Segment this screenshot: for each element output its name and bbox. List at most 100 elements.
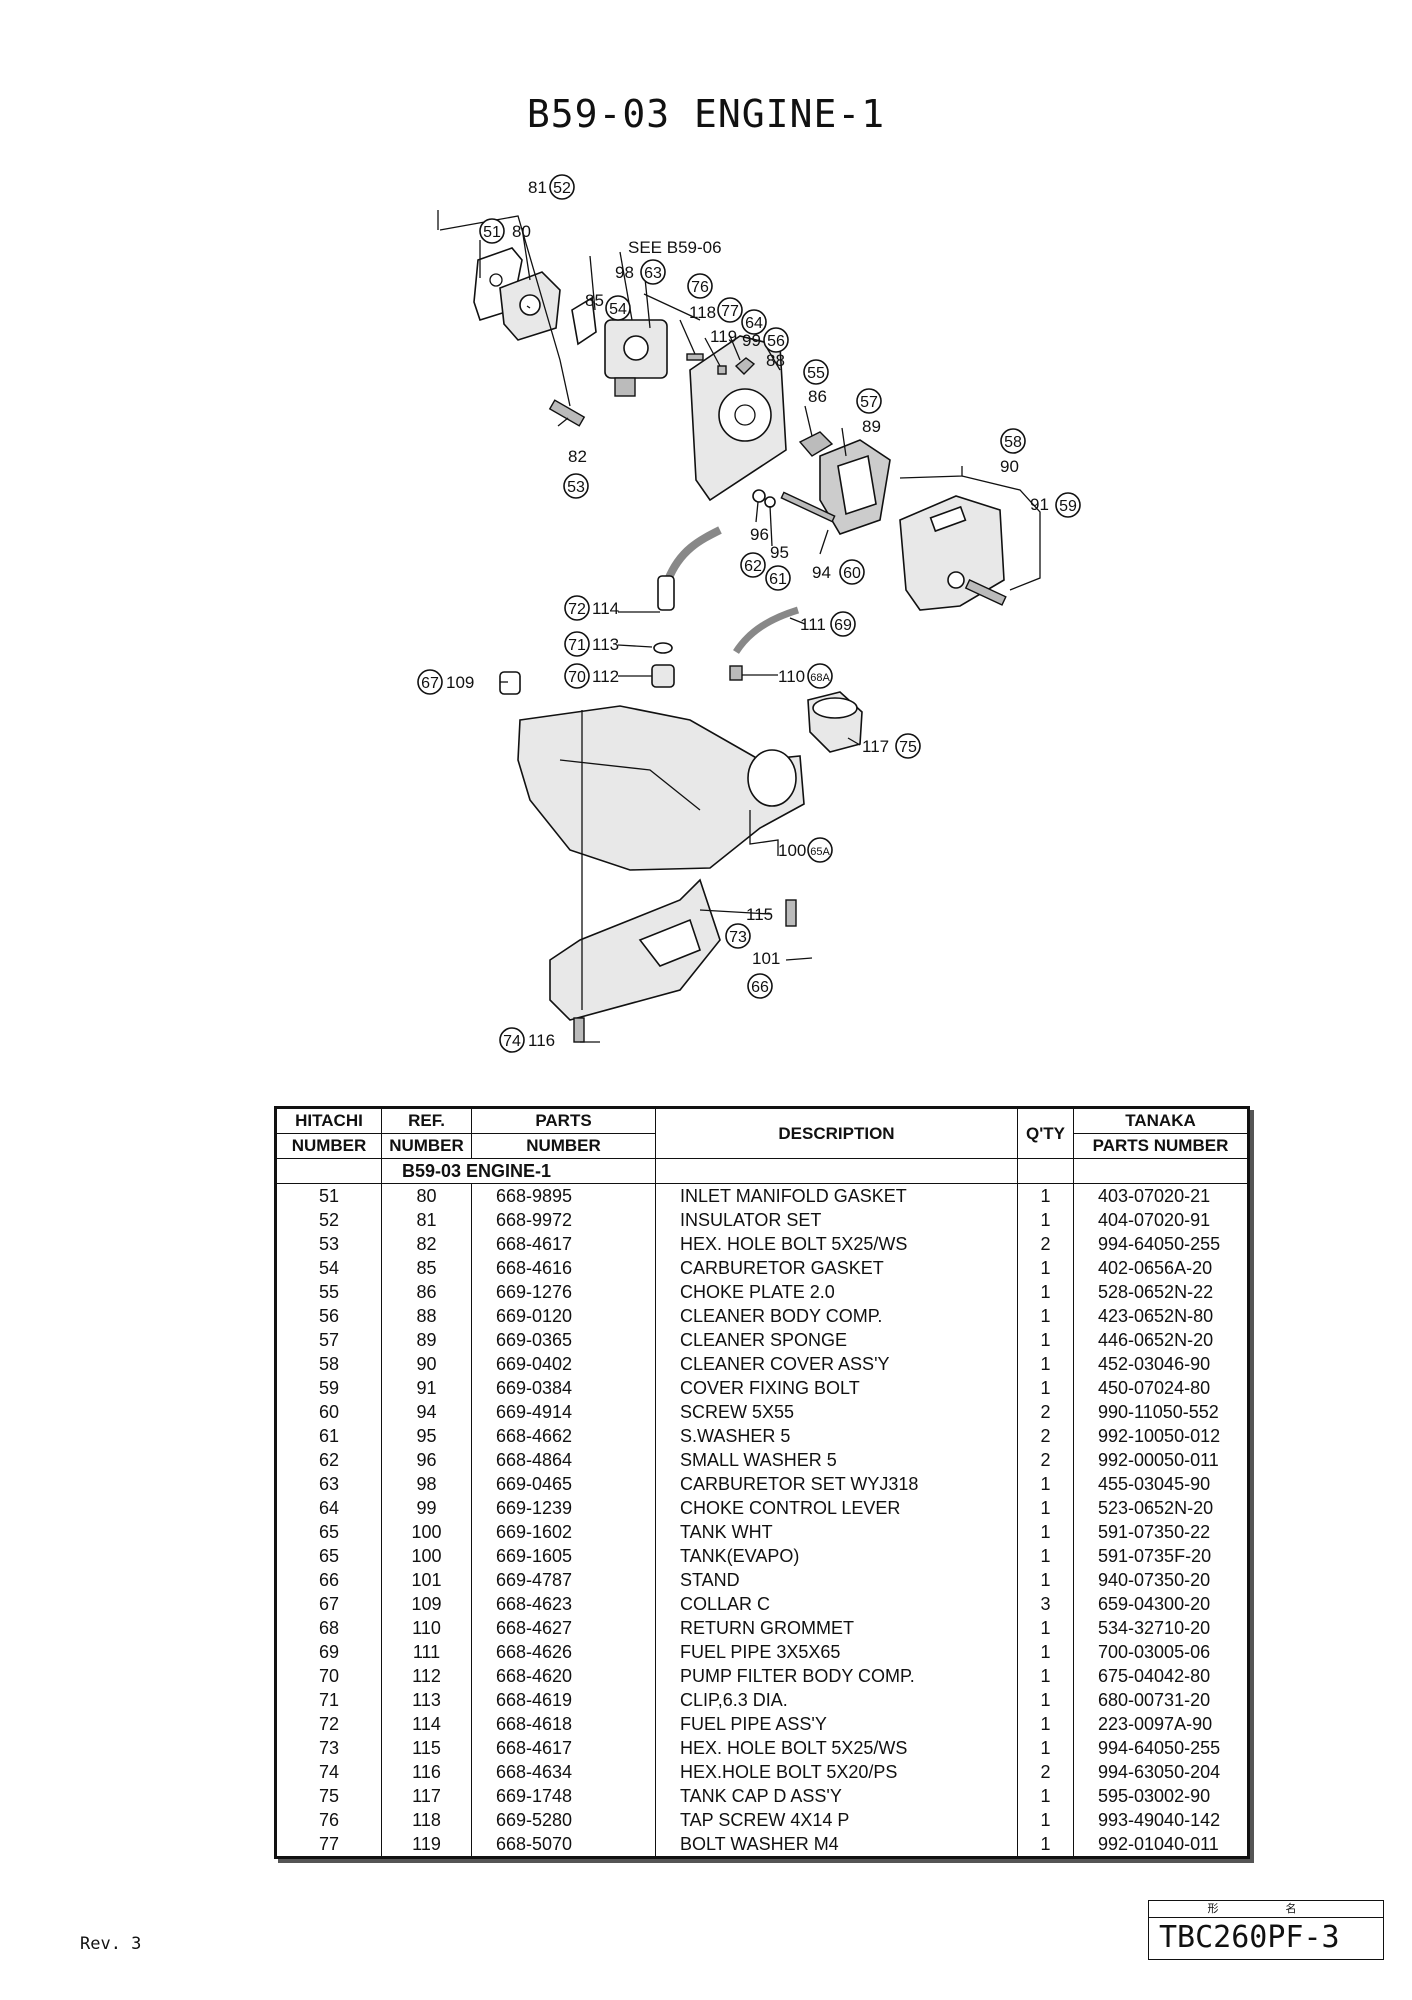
cell-ref: 80 <box>381 1183 472 1208</box>
cell-ref: 96 <box>381 1448 472 1472</box>
cell-hitachi: 64 <box>275 1496 382 1520</box>
cell-description: FUEL PIPE ASS'Y <box>655 1712 1018 1736</box>
cell-qty: 1 <box>1017 1496 1074 1520</box>
callout-69: 69 <box>834 617 852 634</box>
stand-drawing <box>549 878 721 1021</box>
cell-qty: 1 <box>1017 1808 1074 1832</box>
cell-tanaka: 994-64050-255 <box>1073 1736 1249 1760</box>
cell-hitachi: 71 <box>275 1688 382 1712</box>
model-number: TBC260PF-3 <box>1159 1920 1340 1955</box>
cell-qty: 1 <box>1017 1280 1074 1304</box>
cell-parts: 668-9972 <box>471 1208 656 1232</box>
callout-75: 75 <box>899 739 917 756</box>
cell-parts: 669-4914 <box>471 1400 656 1424</box>
label-110: 110 <box>778 667 805 686</box>
cell-tanaka: 595-03002-90 <box>1073 1784 1249 1808</box>
label-113: 113 <box>592 635 619 654</box>
cell-qty: 1 <box>1017 1304 1074 1328</box>
carburetor-gasket-drawing <box>571 296 597 346</box>
cell-hitachi: 51 <box>275 1183 382 1208</box>
cell-tanaka: 446-0652N-20 <box>1073 1328 1249 1352</box>
cell-parts: 669-1239 <box>471 1496 656 1520</box>
cell-qty: 1 <box>1017 1688 1074 1712</box>
cell-description: HEX. HOLE BOLT 5X25/WS <box>655 1736 1018 1760</box>
cell-parts: 668-4620 <box>471 1664 656 1688</box>
cell-tanaka: 404-07020-91 <box>1073 1208 1249 1232</box>
cell-hitachi: 67 <box>275 1592 382 1616</box>
callout-66: 66 <box>751 979 769 996</box>
cell-ref: 90 <box>381 1352 472 1376</box>
callout-67: 67 <box>421 675 439 692</box>
cell-tanaka: 423-0652N-80 <box>1073 1304 1249 1328</box>
label-90: 90 <box>1000 457 1019 476</box>
cell-parts: 668-9895 <box>471 1183 656 1208</box>
clip-pump-filter-drawing <box>651 642 675 688</box>
label-114: 114 <box>592 599 619 618</box>
callout-68a: 68A <box>810 672 830 684</box>
callout-70: 70 <box>568 669 586 686</box>
cell-description: COLLAR C <box>655 1592 1018 1616</box>
cell-hitachi: 63 <box>275 1472 382 1496</box>
cell-description: CHOKE CONTROL LEVER <box>655 1496 1018 1520</box>
cleaner-sponge-drawing <box>819 439 891 535</box>
cell-qty: 3 <box>1017 1592 1074 1616</box>
cell-ref: 86 <box>381 1280 472 1304</box>
cell-hitachi: 59 <box>275 1376 382 1400</box>
cell-hitachi: 54 <box>275 1256 382 1280</box>
cell-ref: 91 <box>381 1376 472 1400</box>
hex-bolts-stand-drawing <box>573 899 797 1043</box>
see-note: SEE B59-06 <box>628 238 722 257</box>
return-grommet-drawing <box>729 665 743 681</box>
label-99: 99 <box>742 331 761 350</box>
cell-qty: 1 <box>1017 1784 1074 1808</box>
callout-72: 72 <box>568 601 586 618</box>
label-81: 81 <box>528 178 547 197</box>
cell-hitachi: 60 <box>275 1400 382 1424</box>
cell-ref: 114 <box>381 1712 472 1736</box>
cell-description: HEX. HOLE BOLT 5X25/WS <box>655 1232 1018 1256</box>
cell-hitachi: 61 <box>275 1424 382 1448</box>
cell-qty: 1 <box>1017 1520 1074 1544</box>
label-82: 82 <box>568 447 587 466</box>
cell-ref: 110 <box>381 1616 472 1640</box>
cell-ref: 116 <box>381 1760 472 1784</box>
callout-77: 77 <box>721 303 739 320</box>
cell-tanaka: 993-49040-142 <box>1073 1808 1249 1832</box>
label-119: 119 <box>710 327 737 346</box>
cell-ref: 112 <box>381 1664 472 1688</box>
cell-qty: 1 <box>1017 1544 1074 1568</box>
parts-table-header: HITACHI REF. PARTS DESCRIPTION Q'TY TANA… <box>275 1107 1249 1159</box>
cell-tanaka: 659-04300-20 <box>1073 1592 1249 1616</box>
cell-ref: 118 <box>381 1808 472 1832</box>
fuel-pipe-111-drawing <box>733 606 800 654</box>
cell-qty: 2 <box>1017 1232 1074 1256</box>
cell-description: INSULATOR SET <box>655 1208 1018 1232</box>
cell-description: CARBURETOR GASKET <box>655 1256 1018 1280</box>
hex-bolt-82-drawing <box>548 399 586 427</box>
fuel-pipe-114-drawing <box>657 526 722 611</box>
cell-ref: 111 <box>381 1640 472 1664</box>
cell-ref: 115 <box>381 1736 472 1760</box>
cell-hitachi: 70 <box>275 1664 382 1688</box>
cell-tanaka: 528-0652N-22 <box>1073 1280 1249 1304</box>
label-95: 95 <box>770 543 789 562</box>
model-label: 形 名 <box>1149 1901 1383 1918</box>
tank-cap-drawing <box>807 691 863 753</box>
cell-parts: 669-1602 <box>471 1520 656 1544</box>
diagram-labels: 81 52 51 80 SEE B59-06 98 63 76 85 54 11… <box>417 174 1081 1053</box>
cell-parts: 668-4618 <box>471 1712 656 1736</box>
cell-tanaka: 994-64050-255 <box>1073 1232 1249 1256</box>
cell-parts: 668-4616 <box>471 1256 656 1280</box>
label-117: 117 <box>862 737 889 756</box>
